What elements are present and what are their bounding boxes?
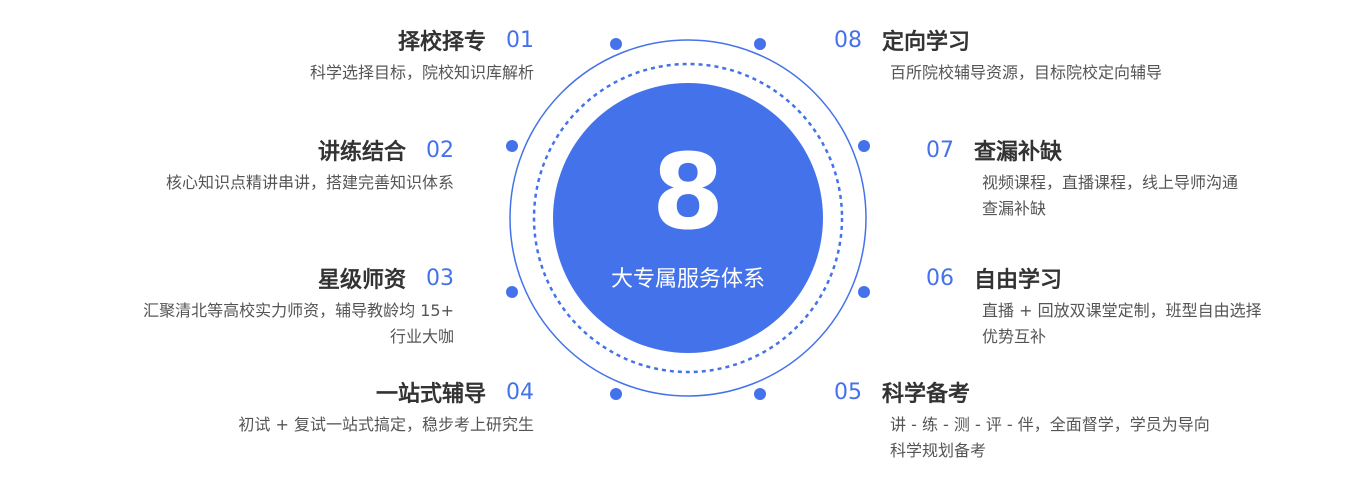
service-description: 讲 - 练 - 测 - 评 - 伴，全面督学，学员为导向: [890, 415, 1210, 434]
service-title: 查漏补缺: [974, 140, 1063, 165]
service-title: 自由学习: [974, 268, 1063, 293]
dashed-ring: [532, 62, 844, 374]
service-item-05: 05 科学备考 讲 - 练 - 测 - 评 - 伴，全面督学，学员为导向 科学规…: [834, 376, 1210, 464]
service-description: 查漏补缺: [982, 199, 1047, 218]
service-title: 科学备考: [882, 382, 971, 407]
service-item-02: 讲练结合 02 核心知识点精讲串讲，搭建完善知识体系: [166, 134, 454, 196]
center-disc: [553, 83, 823, 353]
ring-dot-05: [754, 388, 766, 400]
service-description: 行业大咖: [389, 327, 454, 346]
service-item-07: 07 查漏补缺 视频课程，直播课程，线上导师沟通 查漏补缺: [926, 134, 1238, 222]
service-title: 一站式辅导: [375, 382, 486, 407]
service-title: 星级师资: [317, 268, 406, 293]
ring-dot-01: [610, 38, 622, 50]
service-description: 直播 + 回放双课堂定制，班型自由选择: [982, 301, 1262, 320]
ring-dot-06: [858, 286, 870, 298]
service-description: 视频课程，直播课程，线上导师沟通: [982, 173, 1239, 192]
service-item-04: 一站式辅导 04 初试 + 复试一站式搞定，稳步考上研究生: [238, 376, 534, 438]
service-description: 科学选择目标，院校知识库解析: [309, 63, 534, 82]
service-number: 05: [834, 379, 862, 405]
service-number: 01: [506, 27, 534, 53]
service-item-08: 08 定向学习 百所院校辅导资源，目标院校定向辅导: [834, 24, 1162, 86]
service-number: 06: [926, 265, 954, 291]
service-number: 04: [506, 379, 534, 405]
service-description: 汇聚清北等高校实力师资，辅导教龄均 15+: [143, 301, 454, 320]
service-number: 02: [426, 137, 454, 163]
service-title: 讲练结合: [317, 140, 406, 165]
ring-dot-03: [506, 286, 518, 298]
center-number: 8: [651, 131, 725, 253]
service-item-06: 06 自由学习 直播 + 回放双课堂定制，班型自由选择 优势互补: [926, 262, 1262, 350]
ring-dot-02: [506, 140, 518, 152]
service-title: 择校择专: [397, 30, 486, 55]
service-item-01: 择校择专 01 科学选择目标，院校知识库解析: [310, 24, 534, 86]
service-description: 百所院校辅导资源，目标院校定向辅导: [890, 63, 1163, 82]
ring-dot-08: [754, 38, 766, 50]
ring-dot-07: [858, 140, 870, 152]
center-label: 大专属服务体系: [610, 267, 765, 292]
service-description: 科学规划备考: [890, 441, 987, 460]
service-title: 定向学习: [882, 30, 971, 55]
ring-dot-04: [610, 388, 622, 400]
service-number: 07: [926, 137, 954, 163]
service-number: 03: [426, 265, 454, 291]
service-description: 核心知识点精讲串讲，搭建完善知识体系: [165, 173, 454, 192]
service-item-03: 星级师资 03 汇聚清北等高校实力师资，辅导教龄均 15+ 行业大咖: [143, 262, 454, 350]
service-number: 08: [834, 27, 862, 53]
outer-ring: [509, 39, 867, 397]
service-description: 初试 + 复试一站式搞定，稳步考上研究生: [238, 415, 534, 434]
service-description: 优势互补: [982, 327, 1047, 346]
